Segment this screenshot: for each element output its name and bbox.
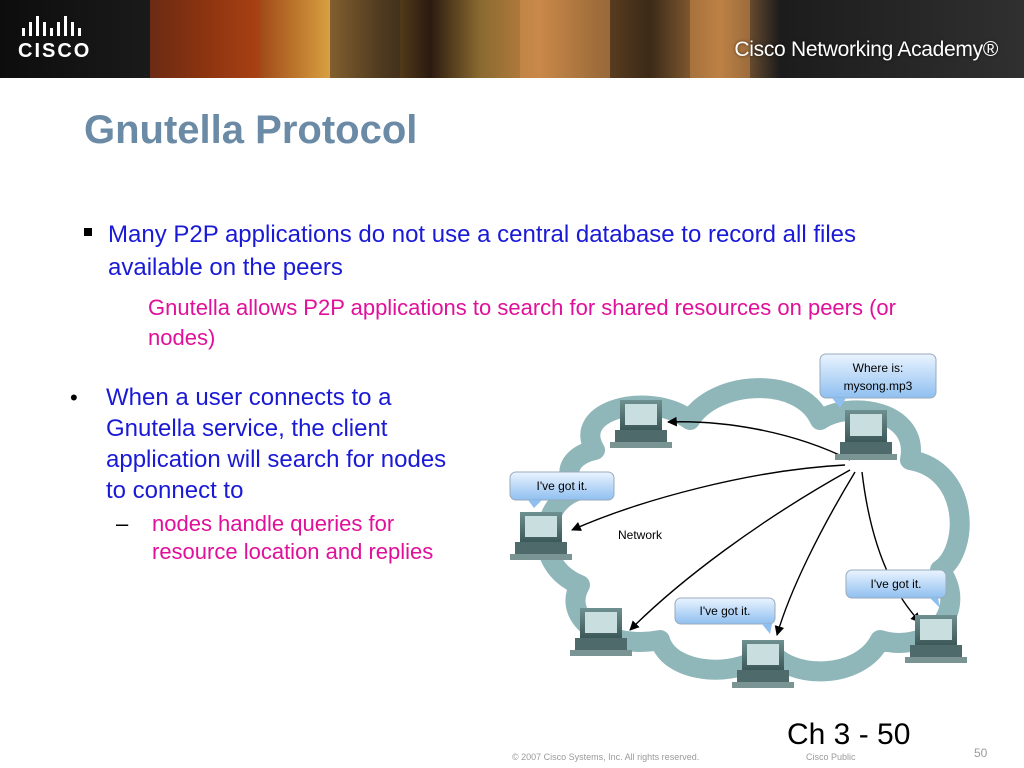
reply-left-text: I've got it. (537, 479, 588, 493)
bullet-p2p: Many P2P applications do not use a centr… (84, 218, 954, 284)
network-label: Network (618, 528, 663, 542)
query-bubble-line2: mysong.mp3 (844, 379, 913, 393)
banner-photo-strip (330, 0, 400, 78)
square-bullet-icon (84, 228, 92, 236)
bullet-connect-text: When a user connects to a Gnutella servi… (106, 384, 447, 504)
reply-bubble-left: I've got it. (509, 471, 615, 508)
cisco-logo: CISCO (14, 14, 144, 64)
peer-computer-bottom-left (570, 608, 632, 656)
banner-photo-strip (150, 0, 260, 78)
cisco-wordmark: CISCO (18, 40, 92, 62)
sender-computer (835, 410, 897, 460)
peer-computer-top-left (610, 400, 672, 448)
footer-copyright: © 2007 Cisco Systems, Inc. All rights re… (512, 752, 700, 762)
query-arrows (571, 416, 921, 636)
sub-bullet-nodes-text: nodes handle queries for resource locati… (152, 511, 434, 564)
query-bubble: Where is: mysong.mp3 (819, 353, 937, 408)
reply-right-text: I've got it. (871, 577, 922, 591)
bullet-gnutella-text: Gnutella allows P2P applications to sear… (148, 295, 896, 350)
reply-bubble-right: I've got it. (845, 569, 947, 608)
chapter-slide-ref: Ch 3 - 50 (787, 718, 911, 751)
round-bullet-icon: • (70, 385, 78, 410)
page-number: 50 (974, 746, 988, 760)
sub-bullet-nodes: – nodes handle queries for resource loca… (116, 510, 456, 566)
header-banner: CISCO Cisco Networking Academy® (0, 0, 1024, 78)
bullet-connect: • When a user connects to a Gnutella ser… (70, 382, 470, 506)
cisco-bars-icon (14, 14, 144, 36)
banner-photo-strip (690, 0, 750, 78)
peer-computer-bottom (732, 640, 794, 688)
slide-title: Gnutella Protocol (84, 108, 418, 152)
peer-computer-right (905, 615, 967, 663)
peer-computer-left (510, 512, 572, 560)
reply-bottom-text: I've got it. (700, 604, 751, 618)
bullet-p2p-text: Many P2P applications do not use a centr… (108, 221, 857, 281)
footer-classification: Cisco Public (806, 752, 856, 762)
gnutella-network-diagram: Where is: mysong.mp3 I've got it. I've g… (509, 353, 970, 688)
banner-photo-strip (520, 0, 610, 78)
query-bubble-line1: Where is: (853, 361, 904, 375)
reply-bubble-bottom: I've got it. (674, 597, 776, 634)
dash-bullet-icon: – (116, 511, 129, 536)
academy-title: Cisco Networking Academy® (734, 38, 998, 61)
